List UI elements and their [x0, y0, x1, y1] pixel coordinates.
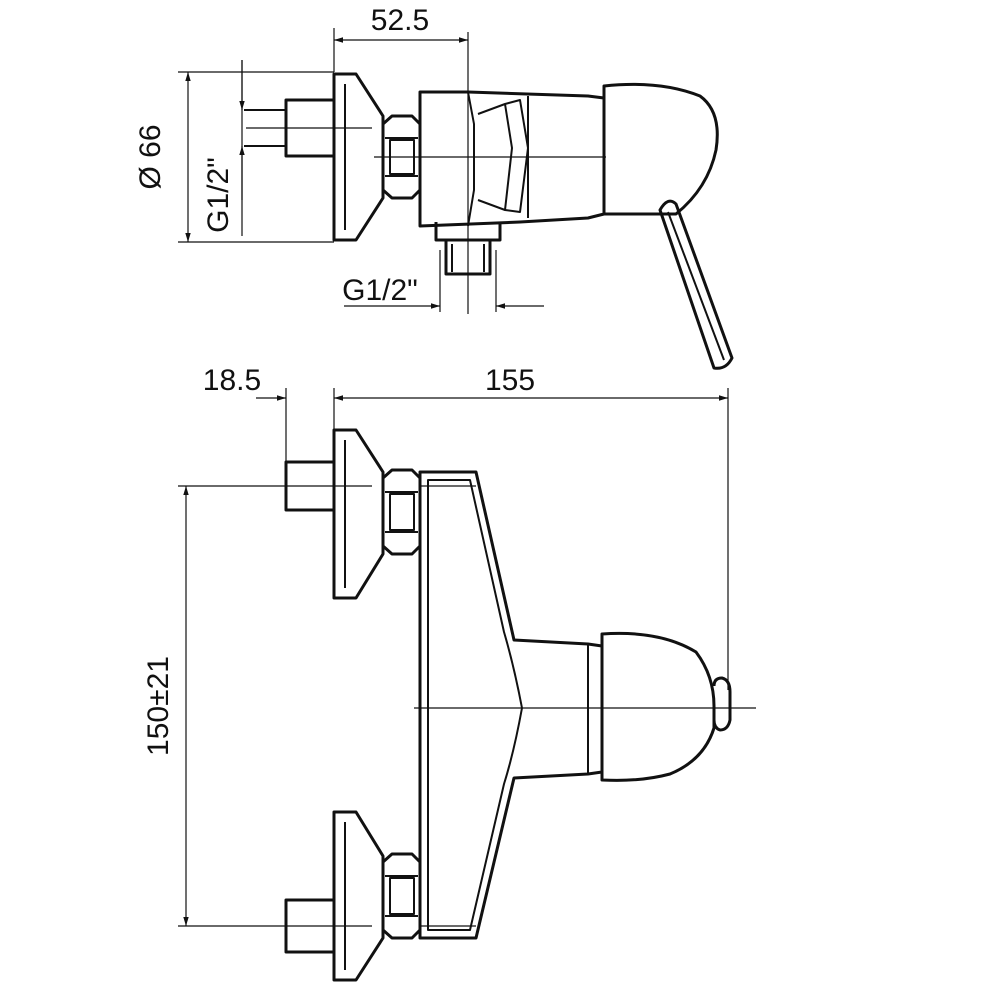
top-lever — [658, 199, 734, 370]
top-escutcheon — [332, 72, 385, 242]
top-width-label: 52.5 — [371, 4, 429, 37]
depth-dimension: 18.5 155 — [203, 364, 729, 690]
outlet-thread-label: G1/2" — [342, 274, 418, 307]
front-view: 18.5 155 150±21 — [142, 364, 756, 982]
top-mixer-body — [418, 90, 606, 228]
centers-dimension: 150±21 — [142, 485, 372, 927]
diameter-label: Ø 66 — [134, 124, 167, 189]
front-mixer-body — [418, 470, 604, 940]
diameter-dimension: Ø 66 — [134, 71, 334, 243]
inlet-depth-label: 18.5 — [203, 364, 261, 397]
lower-inlet — [284, 810, 422, 982]
inlet-thread-dimension: G1/2" — [202, 60, 245, 236]
top-view: Ø 66 G1/2" 52.5 G1/2" — [134, 4, 734, 370]
total-depth-label: 155 — [485, 364, 535, 397]
top-cap — [602, 82, 719, 216]
inlet-thread-label: G1/2" — [202, 157, 235, 233]
top-width-dimension: 52.5 — [333, 4, 468, 72]
front-cap — [600, 631, 732, 782]
upper-inlet — [284, 428, 422, 600]
outlet-thread-dimension: G1/2" — [342, 250, 544, 312]
centers-label: 150±21 — [142, 656, 175, 756]
